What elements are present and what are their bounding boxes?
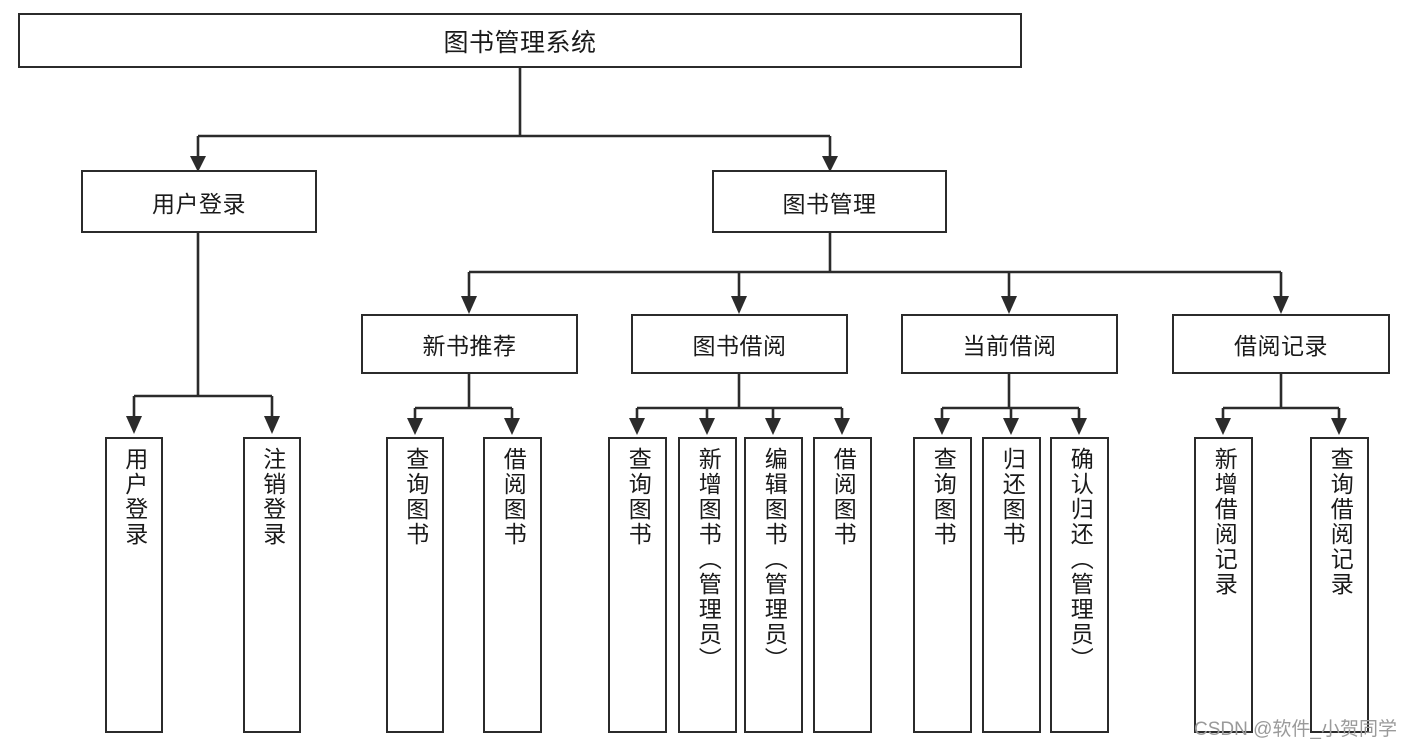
arrow-head-leaf-add-book [699,418,715,435]
node-label: 查询图书 [402,447,429,547]
arrow-head-new-book-recommend [461,296,477,314]
node-label: 查询图书 [625,447,652,547]
node-leaf-add-book[interactable]: 新增图书（管理员） [678,437,737,733]
node-leaf-query-book-3[interactable]: 查询图书 [913,437,972,733]
node-root-system[interactable]: 图书管理系统 [18,13,1022,68]
node-borrow-record[interactable]: 借阅记录 [1172,314,1390,374]
node-label: 借阅图书 [830,447,857,547]
node-leaf-user-login[interactable]: 用户登录 [105,437,163,733]
arrow-head-book-borrow [731,296,747,314]
arrow-head-current-borrow [1001,296,1017,314]
node-label: 图书借阅 [692,333,787,359]
arrow-head-leaf-edit-book [765,418,781,435]
arrow-head-leaf-borrow-book-1 [504,418,520,435]
node-label: 图书管理 [782,190,877,217]
node-label: 查询借阅记录 [1327,447,1354,597]
node-leaf-return-book[interactable]: 归还图书 [982,437,1041,733]
node-label: 当前借阅 [962,333,1057,359]
node-new-book-recommend[interactable]: 新书推荐 [361,314,578,374]
arrow-head-leaf-user-login [126,416,142,434]
node-leaf-query-book-1[interactable]: 查询图书 [386,437,444,733]
node-label: 查询图书 [930,447,957,547]
arrow-head-leaf-query-book-3 [934,418,950,435]
csdn-watermark: CSDN @软件_小贺同学 [1194,719,1397,740]
node-book-management[interactable]: 图书管理 [712,170,947,233]
node-leaf-confirm-return[interactable]: 确认归还（管理员） [1050,437,1109,733]
arrow-head-leaf-query-book-2 [629,418,645,435]
node-leaf-borrow-book-2[interactable]: 借阅图书 [813,437,872,733]
node-label: 新书推荐 [422,333,517,359]
node-label: 新增借阅记录 [1211,447,1238,597]
node-label: 图书管理系统 [443,28,597,57]
node-book-borrow[interactable]: 图书借阅 [631,314,848,374]
node-leaf-edit-book[interactable]: 编辑图书（管理员） [744,437,803,733]
node-leaf-query-book-2[interactable]: 查询图书 [608,437,667,733]
node-leaf-logout[interactable]: 注销登录 [243,437,301,733]
arrow-head-leaf-confirm-return [1071,418,1087,435]
arrow-head-leaf-logout [264,416,280,434]
arrow-head-leaf-add-record [1215,418,1231,435]
node-label: 确认归还（管理员） [1067,447,1094,672]
node-label: 编辑图书（管理员） [761,447,788,672]
node-user-login[interactable]: 用户登录 [81,170,317,233]
node-label: 归还图书 [999,447,1026,547]
node-label: 用户登录 [121,447,148,547]
arrow-head-leaf-query-book-1 [407,418,423,435]
arrow-head-leaf-return-book [1003,418,1019,435]
node-current-borrow[interactable]: 当前借阅 [901,314,1118,374]
node-label: 借阅图书 [500,447,527,547]
node-label: 新增图书（管理员） [695,447,722,672]
arrow-head-leaf-query-record [1331,418,1347,435]
node-leaf-borrow-book-1[interactable]: 借阅图书 [483,437,542,733]
node-label: 借阅记录 [1234,333,1328,359]
node-label: 用户登录 [152,190,246,217]
node-label: 注销登录 [259,447,286,547]
node-leaf-query-record[interactable]: 查询借阅记录 [1310,437,1369,733]
node-leaf-add-record[interactable]: 新增借阅记录 [1194,437,1253,733]
arrow-head-leaf-borrow-book-2 [834,418,850,435]
arrow-head-borrow-record [1273,296,1289,314]
